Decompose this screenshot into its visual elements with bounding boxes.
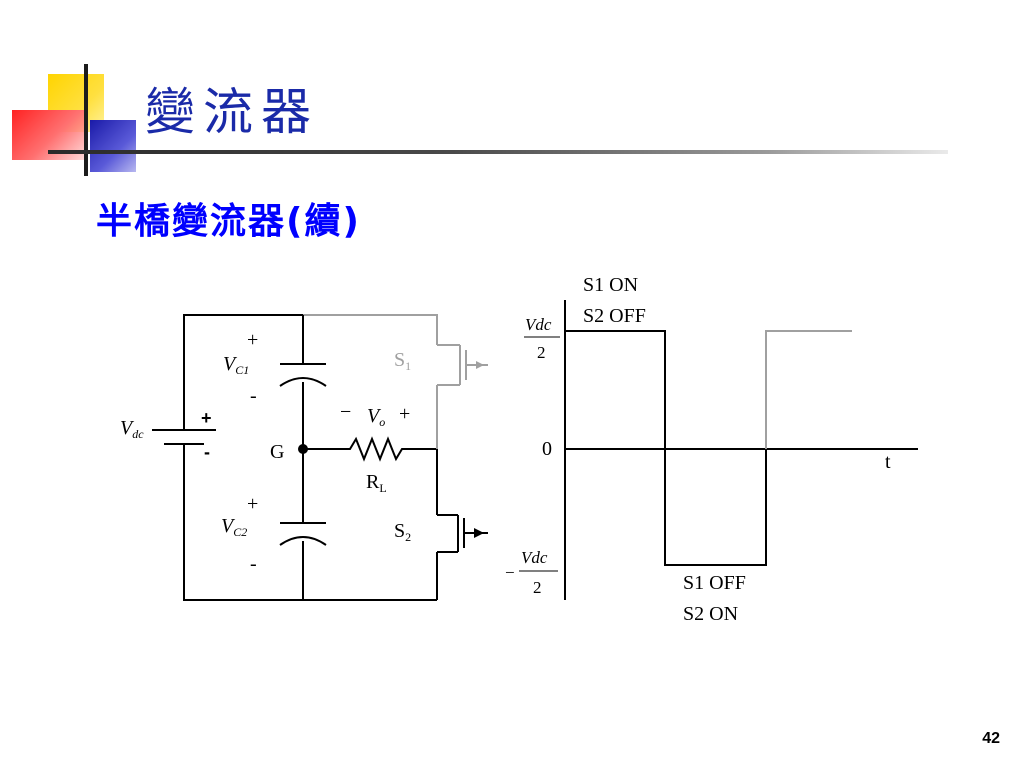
page-number: 42 (982, 730, 1000, 747)
zero-level-label: 0 (542, 438, 552, 460)
capacitor-c1 (279, 363, 327, 387)
pos-level-numerator: Vdc (525, 315, 552, 334)
dc-source-battery (152, 429, 216, 445)
bottom-annotation-line2: S2 ON (683, 603, 738, 625)
header-blue-square (90, 120, 136, 172)
square-wave-black (565, 330, 767, 566)
vo-label: Vo (367, 405, 385, 429)
vo-minus-sign: − (340, 401, 351, 423)
top-annotation-line2: S2 OFF (583, 305, 646, 327)
neg-level-denominator: 2 (533, 578, 542, 597)
rl-label: RL (366, 471, 387, 495)
header-vertical-bar (84, 64, 88, 176)
square-wave-gray (765, 330, 852, 449)
left-rail-wire (183, 314, 303, 430)
vdc-plus-sign: + (201, 408, 212, 428)
bottom-annotation-line1: S1 OFF (683, 572, 746, 594)
s1-label: S1 (394, 349, 411, 373)
vc1-plus-sign: + (247, 329, 258, 351)
time-axis-label: t (885, 451, 891, 473)
node-g-label: G (270, 441, 284, 463)
resistor-rl (303, 436, 437, 462)
switch-s2-mosfet (436, 514, 488, 600)
half-bridge-circuit: + - Vdc + VC1 - + VC2 - G (120, 314, 488, 601)
vc1-label: VC1 (223, 353, 249, 377)
capacitor-c2 (279, 522, 327, 546)
output-voltage-waveform: S1 ON S2 OFF Vdc 2 0 t − Vdc 2 S1 OFF S2… (505, 274, 918, 625)
vdc-label: Vdc (120, 417, 144, 441)
vc1-minus-sign: - (250, 385, 257, 407)
vc2-minus-sign: - (250, 553, 257, 575)
slide-title: 變流器 (145, 83, 319, 141)
s2-label: S2 (394, 520, 411, 544)
vdc-minus-sign: - (204, 442, 210, 462)
top-annotation-line1: S1 ON (583, 274, 638, 296)
neg-level-sign: − (505, 563, 515, 582)
s1-top-wire (303, 314, 438, 345)
left-rail-lower-wire (183, 444, 437, 601)
pos-level-denominator: 2 (537, 343, 546, 362)
slide-subtitle: 半橋變流器(續) (96, 201, 361, 242)
vc2-label: VC2 (221, 515, 247, 539)
header-divider-line (48, 150, 948, 154)
vc2-plus-sign: + (247, 493, 258, 515)
vo-plus-sign: + (399, 403, 410, 425)
switch-s1-mosfet (436, 344, 488, 449)
neg-level-numerator: Vdc (521, 548, 548, 567)
